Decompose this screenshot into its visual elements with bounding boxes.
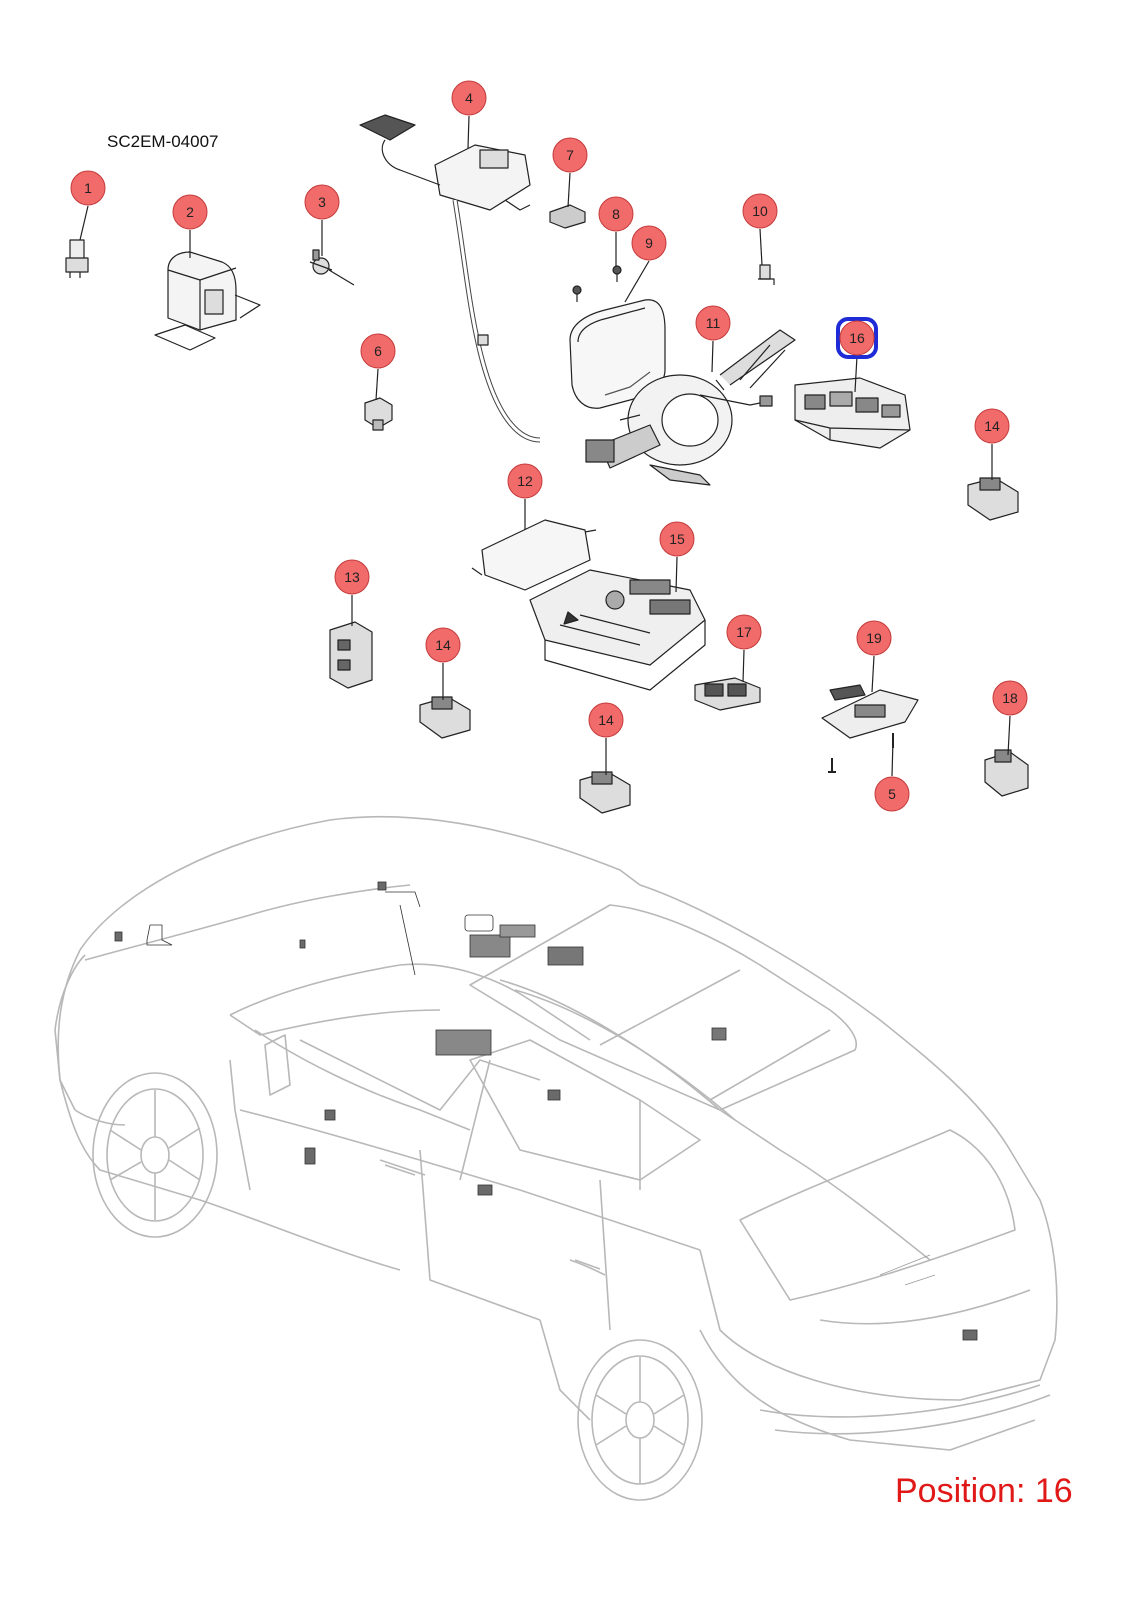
rear-wheel [577,1339,703,1501]
part-13-connector [329,621,373,689]
callout-circle [631,225,667,261]
part-18-switch [984,749,1029,797]
callout-number: 5 [888,786,896,802]
callout-circle [695,305,731,341]
part-16-switch-panel [794,377,911,449]
callout-number: 10 [752,203,768,219]
callout-circle [360,333,396,369]
callout-16[interactable]: 16 [836,317,878,359]
part-9-airbag-cover [569,299,666,409]
diagram-code: SC2EM-04007 [107,132,219,151]
callout-number: 4 [465,90,473,106]
callout-circle [304,184,340,220]
callout-circle [974,408,1010,444]
part-11-combination-switch [585,329,796,486]
part-4-controller [359,114,541,443]
part-15-control-unit [529,569,706,691]
callout-5[interactable]: 5 [874,776,910,812]
callout-17[interactable]: 17 [726,614,762,650]
position-label: Position: 16 [895,1472,1073,1510]
vehicle-outline [54,815,1058,1451]
callout-number: 8 [612,206,620,222]
callout-circle [552,137,588,173]
callout-number: 17 [736,624,752,640]
callout-circle [598,196,634,232]
callout-3[interactable]: 3 [304,184,340,220]
callout-14[interactable]: 14 [974,408,1010,444]
callout-number: 14 [598,712,614,728]
callout-6[interactable]: 6 [360,333,396,369]
callout-circle [874,776,910,812]
callout-number: 11 [706,315,721,331]
callout-circle [659,521,695,557]
callout-number: 6 [374,343,382,359]
callout-circle [425,627,461,663]
part-12-plate [471,519,597,591]
callout-10[interactable]: 10 [742,193,778,229]
callout-18[interactable]: 18 [992,680,1028,716]
callout-14[interactable]: 14 [425,627,461,663]
callout-number: 1 [84,180,92,196]
callout-number: 14 [984,418,1000,434]
callout-circle [992,680,1028,716]
callout-circle [507,463,543,499]
part-14-switch-a [967,477,1019,521]
part-3-bulb [309,249,355,286]
part-8-screws [572,265,622,302]
callout-number: 12 [517,473,533,489]
callout-number: 19 [866,630,882,646]
front-wheel [92,1072,218,1238]
callout-12[interactable]: 12 [507,463,543,499]
callout-number: 2 [186,204,194,220]
callout-circle [726,614,762,650]
callout-number: 7 [566,147,574,163]
leader-lines [79,115,1011,777]
callout-11[interactable]: 11 [695,305,731,341]
part-2-module [154,251,261,351]
parts [65,114,1029,814]
callout-number: 18 [1002,690,1018,706]
part-1-sensor [65,239,89,278]
callout-7[interactable]: 7 [552,137,588,173]
callout-number: 9 [645,235,653,251]
callout-8[interactable]: 8 [598,196,634,232]
callout-2[interactable]: 2 [172,194,208,230]
callout-circle [742,193,778,229]
callout-9[interactable]: 9 [631,225,667,261]
callout-19[interactable]: 19 [856,620,892,656]
callout-number: 13 [344,569,360,585]
callout-1[interactable]: 1 [70,170,106,206]
callout-circle [451,80,487,116]
vehicle-component-markers [114,881,978,1341]
callout-15[interactable]: 15 [659,521,695,557]
callout-number: 16 [849,330,865,346]
part-14-switch-c [579,771,631,814]
callout-circle [172,194,208,230]
part-17-switch [694,677,761,711]
part-14-switch-b [419,696,471,739]
callout-14[interactable]: 14 [588,702,624,738]
callout-circle [839,320,875,356]
callout-number: 15 [669,531,685,547]
callout-number: 3 [318,194,326,210]
part-7-connector [549,204,586,229]
callout-circle [334,559,370,595]
callout-4[interactable]: 4 [451,80,487,116]
callout-circle [588,702,624,738]
selected-highlight [836,317,878,359]
callout-13[interactable]: 13 [334,559,370,595]
part-10-connector [758,264,775,285]
part-6-switch [364,397,393,431]
callout-number: 14 [435,637,451,653]
callout-circle [856,620,892,656]
callout-circle [70,170,106,206]
part-19-lamp [821,684,919,773]
